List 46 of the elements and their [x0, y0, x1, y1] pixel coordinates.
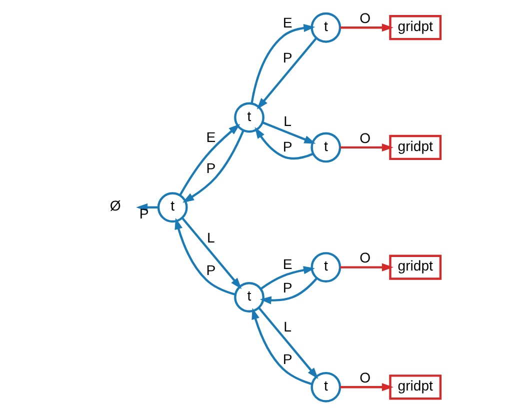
node-box: gridpt: [388, 15, 442, 40]
arrow: [178, 124, 240, 196]
edge-label: L: [206, 229, 214, 246]
edge-label: L: [283, 113, 292, 130]
edge-label: P: [282, 351, 292, 368]
edge-label: O: [359, 10, 370, 26]
edge-label: O: [359, 130, 370, 146]
edge-label: L: [283, 318, 292, 334]
node-circle: t: [310, 12, 341, 43]
arrow: [258, 307, 318, 380]
arrow: [340, 383, 393, 392]
edge-label: E: [282, 14, 292, 30]
edge-label: P: [282, 50, 292, 66]
node-circle: t: [310, 252, 341, 282]
node-circle: t: [156, 192, 188, 223]
edge-label: P: [282, 280, 292, 296]
arrow: [260, 266, 314, 290]
edge-label: P: [206, 160, 216, 176]
arrow: [136, 203, 158, 212]
arrow: [256, 38, 317, 110]
arrow: [182, 130, 244, 203]
arrow: [251, 308, 312, 386]
arrow: [340, 143, 393, 152]
edge-label: E: [206, 128, 216, 145]
edge-label: P: [282, 138, 292, 155]
edge-label: O: [359, 370, 370, 386]
edge-label: E: [282, 256, 292, 272]
node-circle: t: [234, 102, 264, 133]
arrow: [259, 278, 318, 304]
node-box: gridpt: [388, 374, 442, 400]
edge-label: P: [206, 262, 216, 278]
arrow: [250, 24, 315, 104]
node-text: Ø: [109, 198, 120, 214]
edge-label: P: [138, 206, 148, 222]
arrow: [254, 127, 313, 160]
arrow: [340, 263, 393, 272]
node-circle: t: [310, 372, 341, 402]
arrow: [262, 121, 316, 144]
node-circle: t: [234, 282, 264, 312]
arrow: [340, 24, 393, 32]
node-box: gridpt: [388, 134, 442, 160]
arrow: [181, 217, 242, 290]
edge-label: O: [359, 250, 370, 266]
node-circle: t: [310, 132, 341, 163]
node-box: gridpt: [388, 254, 442, 280]
arrow: [174, 218, 235, 296]
